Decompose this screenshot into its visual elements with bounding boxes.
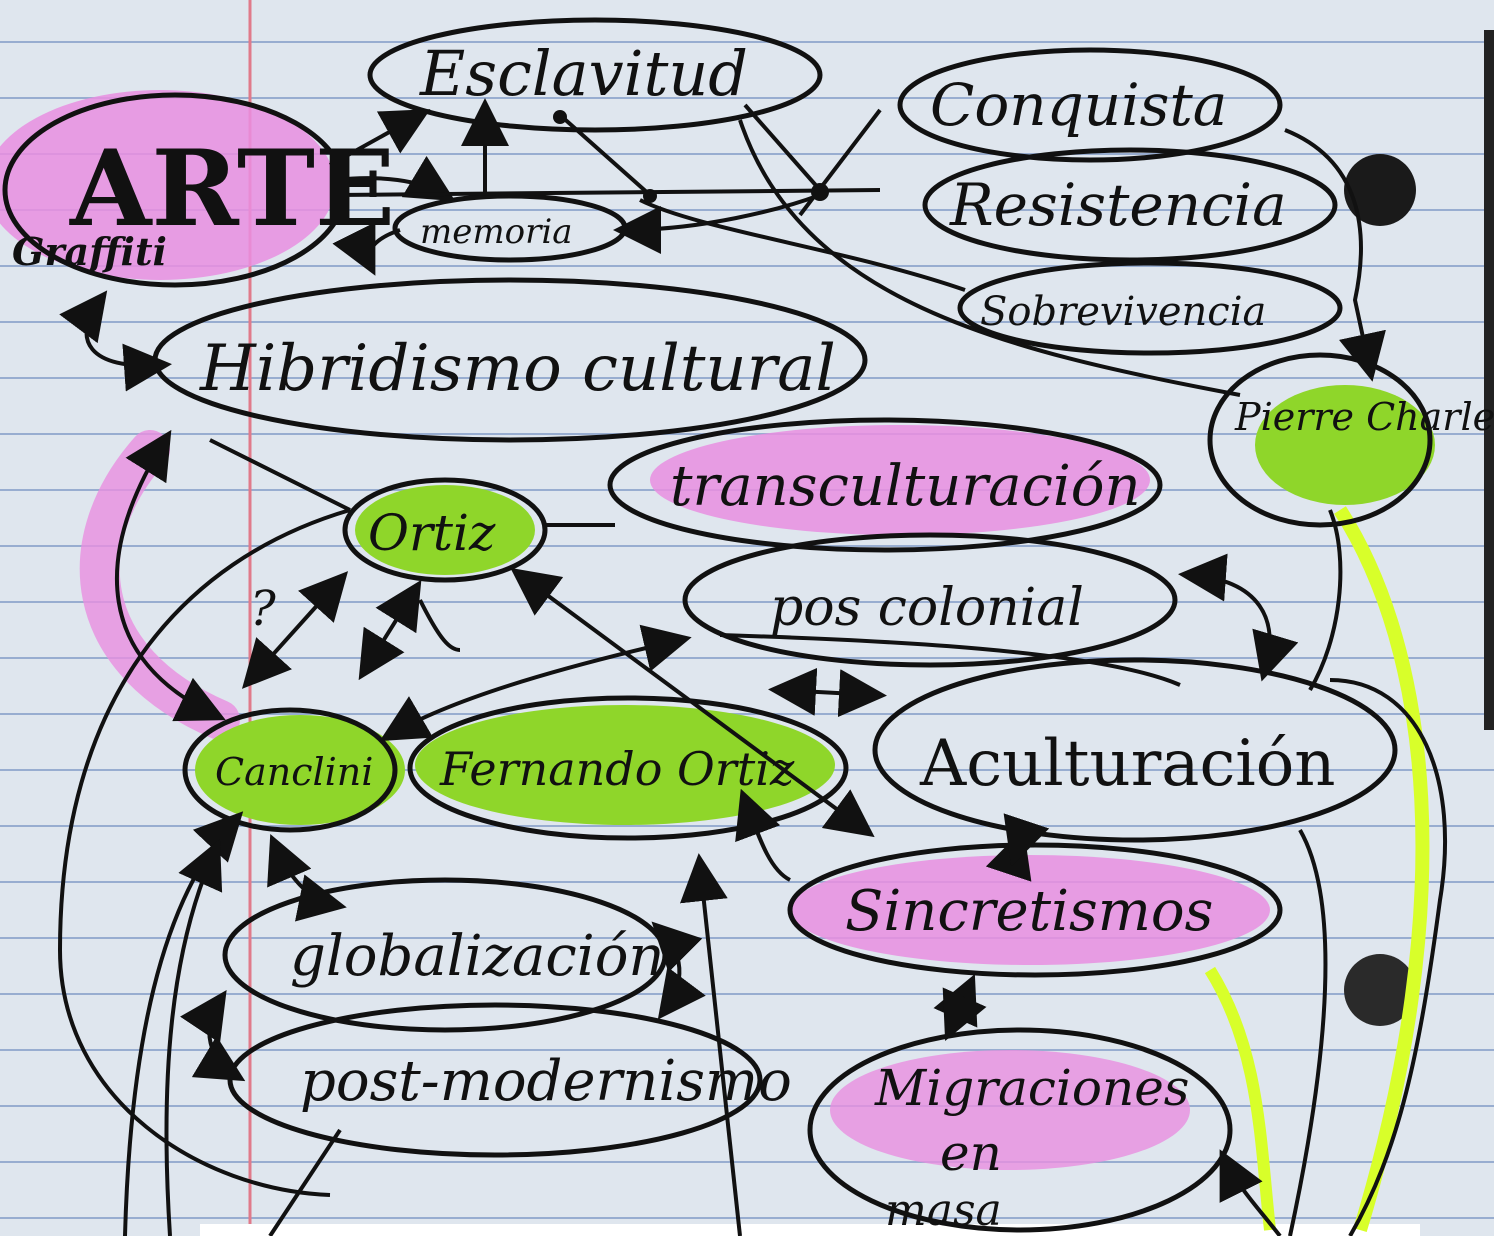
node-aculturacion xyxy=(872,657,1398,843)
node-conquista xyxy=(897,47,1283,163)
node-migraciones xyxy=(807,1027,1233,1233)
label-hibridismo: Hibridismo cultural xyxy=(199,332,836,406)
label-graffiti: Graffiti xyxy=(12,229,167,274)
label-transculturacion: transculturación xyxy=(670,454,1141,519)
label-memoria: memoria xyxy=(420,212,572,252)
node-arte xyxy=(2,92,348,288)
node-ortiz xyxy=(342,477,548,583)
label-migraciones-line1: Migraciones xyxy=(874,1059,1189,1117)
label-arte: ARTE xyxy=(69,126,395,250)
node-canclini xyxy=(182,707,398,833)
label-postmodernismo: post-modernismo xyxy=(300,1049,792,1114)
node-pierre xyxy=(1207,352,1433,528)
label-sobrevivencia: Sobrevivencia xyxy=(980,289,1266,335)
bottom-white-strip xyxy=(200,1224,1420,1236)
node-sobrevivencia xyxy=(957,260,1343,356)
label-aculturacion: Aculturación xyxy=(919,727,1336,801)
node-transculturacion xyxy=(607,417,1163,553)
label-sincretismos: Sincretismos xyxy=(845,879,1213,944)
highlights xyxy=(0,90,1435,1233)
label-globalizacion: globalización xyxy=(290,924,664,989)
binder-holes xyxy=(1344,30,1494,1026)
label-migraciones-line2: en xyxy=(940,1124,1002,1182)
label-poscolonial: pos colonial xyxy=(770,578,1084,638)
label-migraciones-line3: masa xyxy=(885,1185,1002,1236)
node-esclavitud xyxy=(367,17,823,133)
label-ortiz: Ortiz xyxy=(368,504,496,562)
label-conquista: Conquista xyxy=(930,71,1227,139)
label-pierre: Pierre Charles xyxy=(1234,395,1494,439)
label-canclini: Canclini xyxy=(215,750,373,794)
label-fernando: Fernando Ortiz xyxy=(439,742,795,796)
node-resistencia xyxy=(922,147,1338,263)
junction-dots xyxy=(553,110,829,203)
label-resistencia: Resistencia xyxy=(949,171,1287,239)
connectors xyxy=(57,98,1448,1238)
node-labels: ARTE Graffiti Esclavitud Conquista memor… xyxy=(12,37,1494,1236)
label-question: ? xyxy=(250,581,276,637)
label-esclavitud: Esclavitud xyxy=(419,37,748,110)
